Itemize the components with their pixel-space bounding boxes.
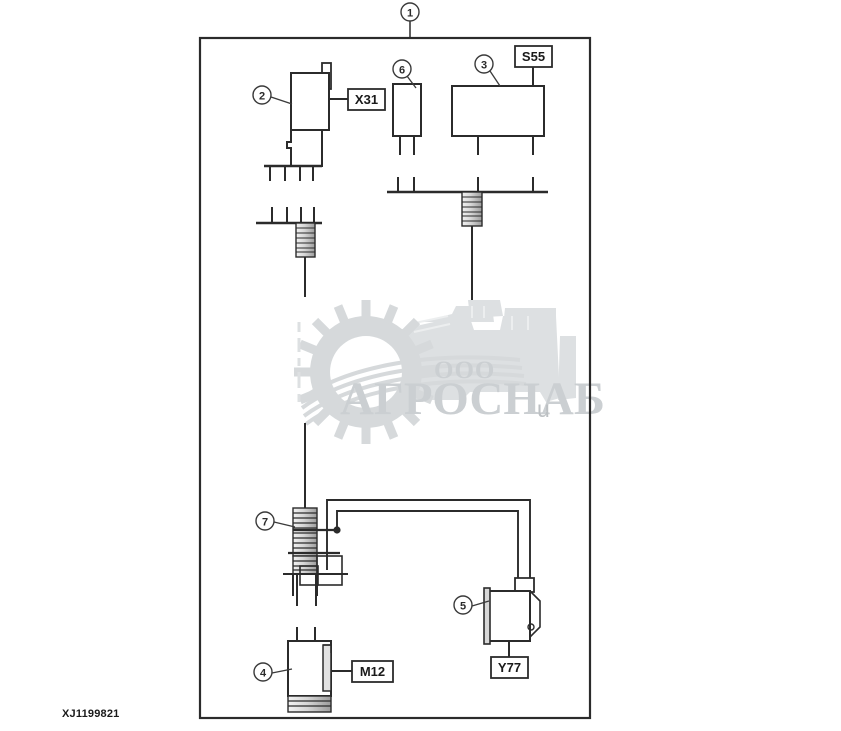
s55-text: S55	[522, 49, 545, 64]
relay-module-6	[392, 83, 422, 155]
component-3-pins	[477, 136, 534, 155]
callout-3-label: 3	[481, 60, 487, 72]
connector-label-s55: S55	[514, 45, 553, 68]
callout-4-label: 4	[260, 668, 267, 680]
callout-3-leader	[489, 70, 501, 87]
x31-text: X31	[355, 92, 378, 107]
m12-text: M12	[360, 664, 385, 679]
component-5-side-tab	[529, 590, 541, 638]
callout-6: 6	[392, 59, 417, 89]
motor-4	[287, 627, 352, 713]
component-4-base-ribs	[287, 695, 332, 713]
routing-wire-outer	[326, 499, 531, 578]
left-splice-assembly	[256, 207, 322, 297]
y77-text: Y77	[498, 660, 521, 675]
component-6-body	[392, 83, 422, 137]
watermark-agrosnab: ООО АГРОСНАБ u	[294, 300, 605, 444]
component-7-boot-lower	[292, 555, 318, 575]
splice-bundle-7	[283, 507, 348, 606]
routing-wire-inner	[336, 510, 519, 580]
harness-boundary	[198, 36, 592, 720]
callout-1-label: 1	[407, 8, 413, 20]
component-4-strip-notch	[323, 644, 332, 653]
left-bus-pins	[271, 207, 315, 223]
component-7-pigtails	[296, 574, 317, 606]
component-7-inner-block	[299, 565, 319, 586]
connector-label-y77: Y77	[490, 656, 529, 679]
connector-label-x31: X31	[347, 88, 386, 111]
x31-box	[347, 88, 386, 111]
part-number-label: XJ1199821	[62, 708, 120, 720]
harness-routing-wires	[326, 499, 531, 580]
callout-5: 5	[453, 595, 490, 615]
callout-3: 3	[474, 54, 501, 87]
callout-7-leader	[273, 521, 296, 528]
callout-7: 7	[255, 511, 296, 531]
solenoid-valve-5	[483, 577, 541, 657]
callout-1-circle	[400, 2, 420, 22]
right-bus-pins	[397, 177, 534, 192]
callout-4-circle	[253, 662, 273, 682]
switch-module-3	[451, 67, 545, 155]
callout-2-circle	[252, 85, 272, 105]
callout-3-circle	[474, 54, 494, 74]
y77-box	[490, 656, 529, 679]
component-2-pins	[269, 166, 314, 181]
controller-module-2	[264, 62, 348, 181]
callout-4-leader	[271, 668, 293, 674]
m12-box	[351, 660, 394, 683]
s55-box	[514, 45, 553, 68]
component-5-port	[527, 623, 535, 631]
right-boot-ribs	[462, 196, 482, 222]
connector-label-m12: M12	[351, 660, 394, 683]
callout-5-leader	[471, 600, 490, 607]
callout-7-circle	[255, 511, 275, 531]
callout-6-leader	[406, 75, 417, 89]
left-boot-ribs	[296, 227, 315, 253]
component-2-body	[290, 72, 330, 131]
component-7-boot-upper-ribs	[293, 512, 317, 549]
right-splice-assembly	[387, 177, 548, 300]
ribbon-swoosh	[298, 355, 527, 426]
callout-2-leader	[270, 96, 293, 105]
component-6-pins	[399, 136, 415, 155]
watermark-company-form: ООО	[434, 357, 495, 384]
callout-7-label: 7	[262, 517, 268, 529]
component-3-body	[451, 85, 545, 137]
component-5-flange	[483, 587, 491, 645]
component-4-base	[287, 695, 332, 713]
callout-5-circle	[453, 595, 473, 615]
watermark-company-name: АГРОСНАБ	[340, 373, 605, 425]
callout-2-label: 2	[259, 91, 265, 103]
right-boot	[461, 191, 483, 227]
component-4-connector-strip	[322, 644, 332, 692]
component-5-body	[487, 590, 531, 642]
callout-5-label: 5	[460, 601, 466, 613]
component-4-pins	[296, 627, 316, 641]
callout-6-label: 6	[399, 65, 405, 77]
component-7-boot-upper	[292, 507, 318, 557]
left-boot	[295, 222, 316, 258]
callout-4: 4	[253, 662, 293, 682]
component-5-neck	[514, 577, 535, 593]
component-2-lower-body	[286, 129, 323, 167]
watermark-trailing-char: u	[537, 396, 550, 422]
component-7-side-block	[316, 555, 343, 586]
callout-1: 1	[400, 2, 420, 38]
callout-6-circle	[392, 59, 412, 79]
callout-2: 2	[252, 85, 293, 105]
